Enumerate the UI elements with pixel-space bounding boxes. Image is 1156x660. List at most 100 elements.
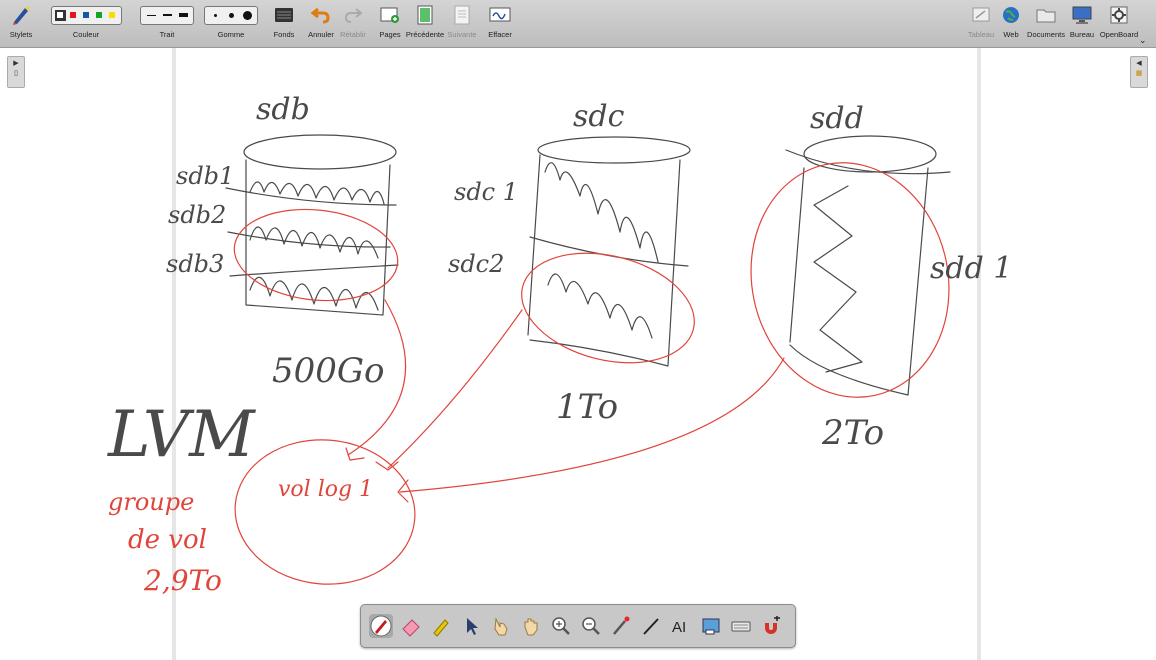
web-button[interactable]: Web [998,0,1024,47]
color-swatch[interactable] [54,9,66,21]
line-width-options[interactable] [140,5,194,25]
sdb2-label: sdb2 [168,201,226,229]
sdc2-label: sdc2 [448,250,504,278]
volume-group-size-label: 2,9To [143,564,222,597]
sdc2-to-vg-arrow [387,309,523,469]
svg-text:AI: AI [672,619,686,636]
whiteboard-canvas[interactable]: sdb sdc sdd sdb1 sdb2 sdb3 sdc 1 sdc2 sd… [0,48,1156,660]
precedente-label: Précédente [405,30,445,39]
line-thin-option[interactable] [144,14,158,16]
black-ink-strokes [225,134,951,396]
highlighter-tool-icon [433,619,449,637]
clear-page-button[interactable]: Effacer [486,0,514,47]
capture-tool-button[interactable] [699,614,723,638]
couleur-label: Couleur [72,30,100,39]
pen-tool-icon [370,615,392,637]
sdd1-arrowhead [397,479,409,503]
add-page-button[interactable]: Pages [376,0,404,47]
virtual-keyboard-tool-button[interactable] [729,614,753,638]
lvm-label: LVM [107,398,256,472]
sdd1-to-vg-arrow [399,357,785,493]
eraser-small-option[interactable] [208,13,222,17]
fonds-label: Fonds [273,30,295,39]
sdc-disk-bottom [529,339,669,367]
zoom-in-tool-button[interactable] [549,614,573,638]
pen-tool-button[interactable] [369,614,393,638]
next-page-button[interactable]: Suivante [446,0,478,47]
gear-icon [1109,0,1129,30]
chevron-down-icon[interactable]: ⌄ [1139,35,1147,45]
sdd-disk-top [803,135,937,173]
eraser-size-options[interactable] [204,5,258,25]
sdc2-hatch [547,273,653,339]
suivante-label: Suivante [447,30,477,39]
sdd-label: sdd [810,101,864,136]
line-tool-button[interactable] [639,614,663,638]
stylets-button[interactable]: Stylets [6,0,36,47]
openboard-menu-button[interactable]: OpenBoard [1099,0,1139,47]
documents-label: Documents [1027,30,1065,39]
sdc1-hatch [544,162,659,263]
laser-pointer-icon [613,616,630,635]
clear-page-icon [489,0,511,30]
sdb2-hatch [249,226,379,259]
eraser-large-option[interactable] [240,10,254,20]
red-ink-strokes [233,162,950,585]
sdc-size-label: 1To [556,387,618,427]
eraser-medium-option[interactable] [224,12,238,18]
text-tool-button[interactable]: AI [669,614,693,638]
color-swatches[interactable] [50,5,122,25]
backgrounds-button[interactable]: Fonds [270,0,298,47]
sdb-disk-body [245,159,391,316]
bureau-label: Bureau [1069,30,1095,39]
selector-tool-button[interactable] [459,614,483,638]
sdd-partition-line [785,149,951,175]
page-navigator-tab[interactable]: ▶ ▯ [7,56,25,88]
color-swatch[interactable] [81,10,92,21]
line-thick-option[interactable] [176,13,190,17]
line-medium-option[interactable] [160,14,174,16]
sdb-partition-line-1 [225,187,397,206]
highlighter-tool-button[interactable] [429,614,453,638]
color-swatch[interactable] [68,10,79,21]
magnet-tool-button[interactable] [759,614,783,638]
zoom-out-icon [582,617,600,635]
laser-pointer-tool-button[interactable] [609,614,633,638]
library-tab[interactable]: ◀ ▦ [1130,56,1148,88]
interact-tool-button[interactable] [489,614,513,638]
magnet-icon [765,616,780,634]
board-icon [971,0,991,30]
zoom-out-tool-button[interactable] [579,614,603,638]
desktop-button[interactable]: Bureau [1068,0,1096,47]
eraser-tool-button[interactable] [399,614,423,638]
undo-button[interactable]: Annuler [306,0,336,47]
volume-group-title-line2: de vol [128,525,207,555]
documents-button[interactable]: Documents [1026,0,1066,47]
eraser-size-palette[interactable]: Gomme [204,0,258,47]
volume-group-ellipse [234,439,416,585]
sdb-disk-top [243,134,397,170]
board-mode-button[interactable]: Tableau [966,0,996,47]
volume-group-title-line1: groupe [108,488,194,516]
page-right-edge [977,48,981,660]
eraser-tool-icon [402,619,420,637]
arrow-cursor-icon [467,618,478,635]
expand-right-icon: ▶ [13,60,19,67]
line-width-palette[interactable]: Trait [140,0,194,47]
color-swatch[interactable] [94,10,105,21]
tools-palette: AI [360,604,796,648]
redo-button[interactable]: Rétablir [338,0,368,47]
openboard-label: OpenBoard [1099,30,1139,39]
library-icon: ▦ [1135,70,1143,77]
effacer-label: Effacer [488,30,512,39]
keyboard-icon [731,621,751,632]
trait-label: Trait [159,30,175,39]
annuler-label: Annuler [308,30,334,39]
color-palette[interactable]: Couleur [42,0,130,47]
previous-page-button[interactable]: Précédente [405,0,445,47]
add-page-icon [380,0,400,30]
color-swatch[interactable] [107,10,118,21]
undo-icon [311,0,331,30]
line-icon [643,618,659,635]
hand-tool-button[interactable] [519,614,543,638]
